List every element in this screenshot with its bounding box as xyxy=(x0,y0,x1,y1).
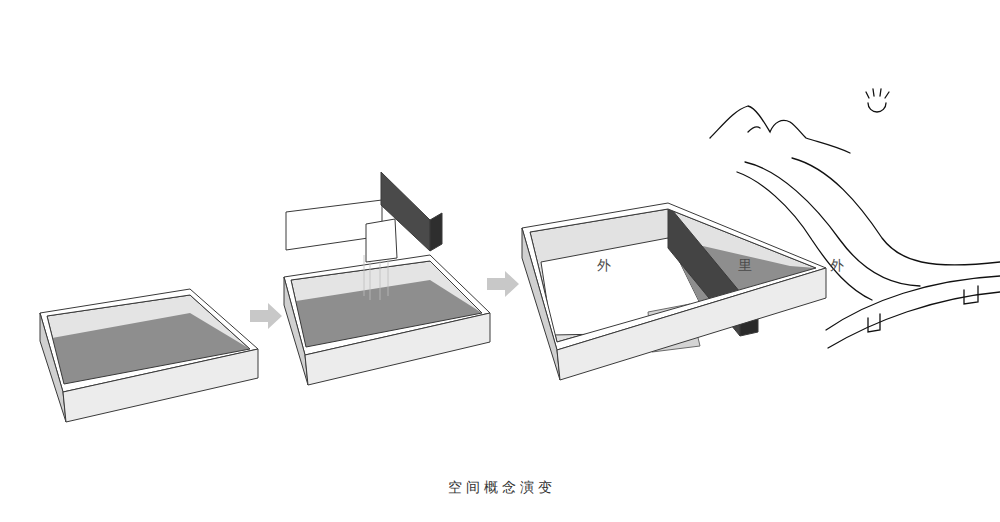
landscape-sketch xyxy=(964,286,978,304)
landscape-sketch xyxy=(826,276,1000,330)
box-one xyxy=(40,313,66,422)
space-label: 外 xyxy=(830,258,844,272)
guide-line xyxy=(380,255,381,300)
process-arrow xyxy=(487,271,519,297)
landscape-sketch xyxy=(737,172,872,300)
box-three xyxy=(557,268,826,380)
landscape-sketch xyxy=(748,127,760,132)
landscape-sketch xyxy=(792,158,1000,265)
landscape-sketch xyxy=(710,106,850,153)
box-three xyxy=(522,228,560,380)
process-arrow xyxy=(250,303,282,329)
box-two xyxy=(284,277,308,385)
floating-wall xyxy=(366,219,397,262)
space-label: 里 xyxy=(738,258,752,272)
landscape-sketch xyxy=(828,292,1000,348)
landscape-sketch xyxy=(866,89,889,98)
box-one xyxy=(63,349,258,422)
floating-wall xyxy=(286,172,442,262)
box-two xyxy=(284,255,490,385)
box-two xyxy=(305,313,490,385)
floating-wall xyxy=(381,172,430,251)
guide-line xyxy=(364,255,365,296)
figure-caption: 空间概念演变 xyxy=(448,480,556,494)
landscape-sketch xyxy=(868,103,886,112)
landscape-sketch xyxy=(710,89,1000,348)
box-three xyxy=(522,203,826,380)
space-label: 外 xyxy=(597,258,611,272)
guide-line xyxy=(370,262,371,300)
landscape-sketch xyxy=(868,314,880,332)
box-one xyxy=(40,289,258,422)
floating-wall xyxy=(430,213,442,251)
